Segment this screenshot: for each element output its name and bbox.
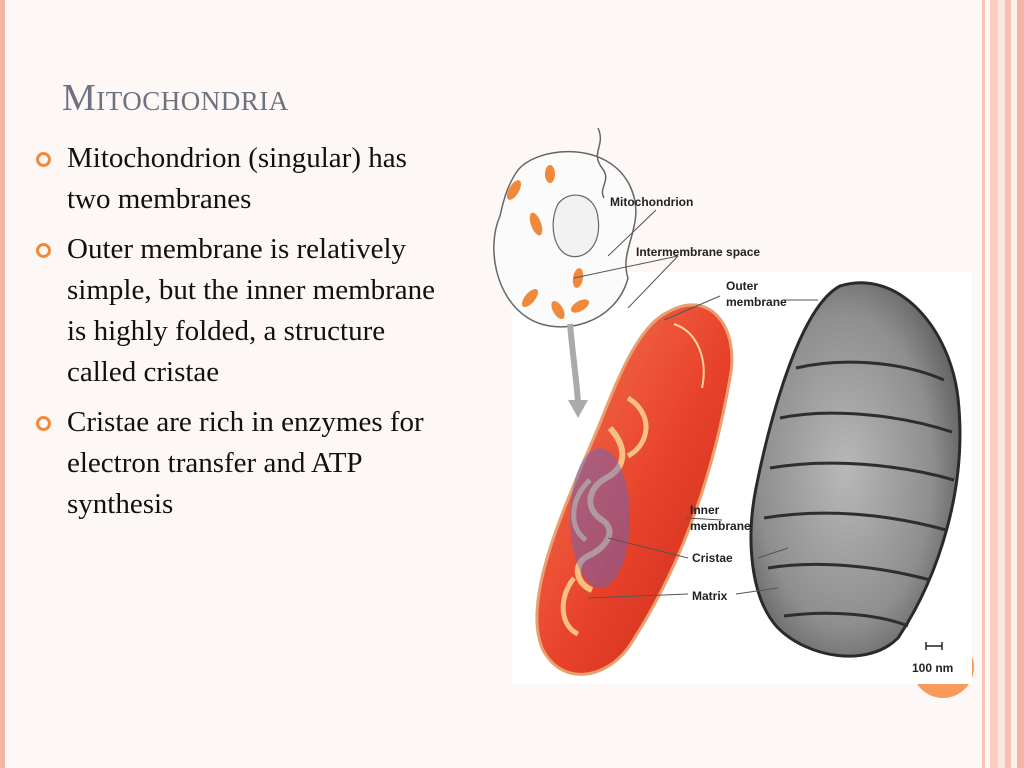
bullet-item: Cristae are rich in enzymes for electron…: [36, 402, 446, 525]
bullet-ring-icon: [36, 152, 51, 167]
label-intermembrane-space: Intermembrane space: [636, 245, 760, 259]
label-leader-lines: [573, 209, 818, 599]
label-inner-membrane-line2: membrane: [690, 519, 751, 533]
bullet-ring-icon: [36, 416, 51, 431]
mitochondria-figure: Mitochondrion Intermembrane space Outer …: [493, 128, 972, 684]
scale-bar: 100 nm: [912, 642, 953, 675]
bullet-text: Cristae are rich in enzymes for electron…: [67, 406, 424, 520]
cell-drawing-icon: [493, 128, 637, 418]
bullet-item: Outer membrane is relatively simple, but…: [36, 229, 446, 393]
micrograph-icon: [749, 281, 962, 658]
label-outer-membrane-line2: membrane: [726, 295, 787, 309]
label-inner-membrane-line1: Inner: [690, 503, 720, 517]
left-border-decoration: [0, 0, 5, 768]
bullet-item: Mitochondrion (singular) has two membran…: [36, 138, 446, 220]
bullet-ring-icon: [36, 243, 51, 258]
label-mitochondrion: Mitochondrion: [610, 195, 693, 209]
bullet-text: Outer membrane is relatively simple, but…: [67, 233, 436, 388]
bullet-list: Mitochondrion (singular) has two membran…: [36, 138, 446, 534]
label-scale: 100 nm: [912, 661, 953, 675]
label-outer-membrane-line1: Outer: [726, 279, 758, 293]
mitochondrion-diagram-icon: [535, 303, 734, 676]
right-stripe-decoration: [978, 0, 1024, 768]
slide-title: Mitochondria: [62, 77, 289, 119]
label-cristae: Cristae: [692, 551, 733, 565]
label-matrix: Matrix: [692, 589, 728, 603]
bullet-text: Mitochondrion (singular) has two membran…: [67, 142, 407, 215]
